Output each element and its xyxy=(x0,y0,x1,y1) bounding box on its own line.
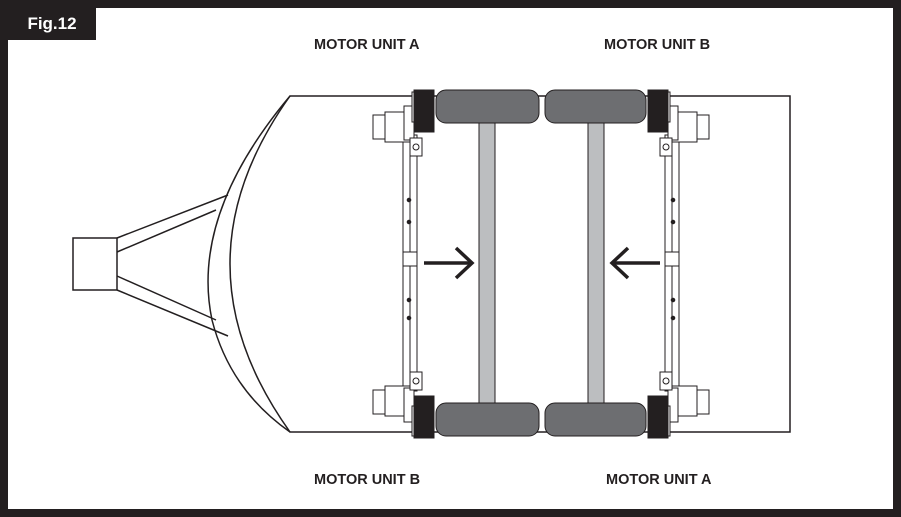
label-motor-unit-bottom-right: MOTOR UNIT A xyxy=(606,472,712,488)
arrow-left-icon xyxy=(609,246,660,280)
motor-unit-top-right xyxy=(647,89,710,157)
tyre-bottom-left xyxy=(435,402,540,437)
axle-left xyxy=(478,121,496,405)
motor-unit-bottom-left xyxy=(372,371,435,439)
drawbar-lower-inner xyxy=(116,275,217,321)
label-motor-unit-top-right: MOTOR UNIT B xyxy=(604,37,711,53)
outer-border-bottom xyxy=(0,511,901,517)
rail-left xyxy=(402,134,418,392)
hitch-box xyxy=(72,237,118,291)
drawbar-lower xyxy=(116,289,229,337)
tyre-bottom-right xyxy=(544,402,647,437)
label-motor-unit-bottom-left: MOTOR UNIT B xyxy=(314,472,421,488)
tyre-top-right xyxy=(544,89,647,124)
trailer-front-curve xyxy=(207,95,291,433)
axle-right xyxy=(587,121,605,405)
label-motor-unit-top-left: MOTOR UNIT A xyxy=(314,37,420,53)
rail-right xyxy=(664,134,680,392)
drawbar-upper-inner xyxy=(116,209,217,253)
arrow-right-icon xyxy=(424,246,475,280)
figure-number-badge: Fig.12 xyxy=(8,8,96,40)
tyre-top-left xyxy=(435,89,540,124)
drawbar-upper xyxy=(116,194,229,239)
motor-unit-top-left xyxy=(372,89,435,157)
trailer-body xyxy=(229,95,791,433)
motor-unit-bottom-right xyxy=(647,371,710,439)
